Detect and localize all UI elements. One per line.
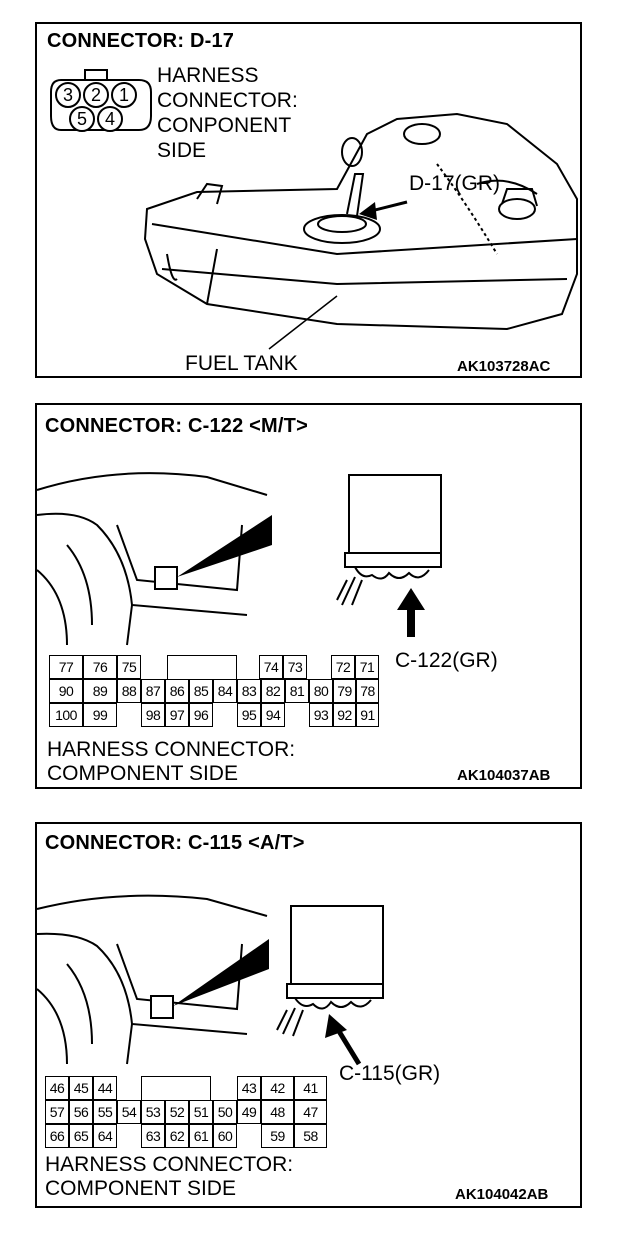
pin-cell: 59 (261, 1124, 294, 1148)
pin-grid: 77 76 75 74 73 72 71 90 89 88 87 86 85 8… (49, 655, 379, 727)
pin-cell: 66 (45, 1124, 69, 1148)
pin-cell: 52 (165, 1100, 189, 1124)
pin-grid: 46 45 44 43 42 41 57 56 55 54 53 52 51 5… (45, 1076, 327, 1148)
pin-cell: 80 (309, 679, 333, 703)
pin-cell: 54 (117, 1100, 141, 1124)
fuel-tank-label: FUEL TANK (185, 352, 298, 375)
pin-cell: 48 (261, 1100, 294, 1124)
connector-key-outline (167, 655, 237, 679)
pin-cell: 91 (356, 703, 379, 727)
pin-cell: 41 (294, 1076, 327, 1100)
pin-circle: 5 (69, 106, 95, 132)
pin-cell: 44 (93, 1076, 117, 1100)
pin-cell: 98 (141, 703, 165, 727)
pin-cell: 87 (141, 679, 165, 703)
pin-cell: 50 (213, 1100, 237, 1124)
pin-cell: 84 (213, 679, 237, 703)
pin-cell: 42 (261, 1076, 294, 1100)
pin-cell: 58 (294, 1124, 327, 1148)
pin-cell: 99 (83, 703, 117, 727)
pin-cell: 85 (189, 679, 213, 703)
pin-cell: 92 (333, 703, 356, 727)
c115-callout-label: C-115(GR) (339, 1062, 441, 1085)
pin-cell: 65 (69, 1124, 93, 1148)
pin-cell: 57 (45, 1100, 69, 1124)
harness-label-line: CONPONENT (157, 114, 292, 137)
pin-circle: 4 (97, 106, 123, 132)
pin-cell: 49 (237, 1100, 261, 1124)
fuel-tank-illustration (143, 112, 578, 350)
c122-callout-label: C-122(GR) (395, 649, 498, 672)
harness-label-line: SIDE (157, 139, 207, 162)
d17-callout-label: D-17(GR) (409, 172, 501, 195)
pin-cell: 55 (93, 1100, 117, 1124)
pin-cell: 90 (49, 679, 83, 703)
pin-cell: 43 (237, 1076, 261, 1100)
pin-cell: 97 (165, 703, 189, 727)
pin-cell: 82 (261, 679, 285, 703)
pin-cell: 76 (83, 655, 117, 679)
pin-cell: 83 (237, 679, 261, 703)
pin-cell: 94 (261, 703, 285, 727)
panel-title: CONNECTOR: D-17 (47, 30, 235, 52)
pin-cell: 78 (356, 679, 379, 703)
pin-cell: 47 (294, 1100, 327, 1124)
pin-circle: 3 (55, 82, 81, 108)
pin-cell: 63 (141, 1124, 165, 1148)
pin-cell: 81 (285, 679, 309, 703)
panel-title: CONNECTOR: C-122 <M/T> (45, 415, 308, 437)
pin-cell: 95 (237, 703, 261, 727)
pin-cell: 45 (69, 1076, 93, 1100)
harness-label-line: COMPONENT SIDE (45, 1177, 236, 1200)
harness-label-line: HARNESS CONNECTOR: (47, 738, 296, 761)
pin-cell: 72 (331, 655, 355, 679)
connector-c122-panel: CONNECTOR: C-122 <M/T> C-122(GR) 77 76 7… (35, 403, 582, 789)
pin-cell: 51 (189, 1100, 213, 1124)
pin-cell: 71 (355, 655, 379, 679)
pin-cell: 75 (117, 655, 141, 679)
harness-label-line: HARNESS CONNECTOR: (45, 1153, 294, 1176)
connector-c115-panel: CONNECTOR: C-115 <A/T> C-115(GR) 46 45 4… (35, 822, 582, 1208)
harness-label-line: COMPONENT SIDE (47, 762, 238, 785)
pin-cell: 64 (93, 1124, 117, 1148)
panel-title: CONNECTOR: C-115 <A/T> (45, 832, 305, 854)
pin-cell: 62 (165, 1124, 189, 1148)
connector-key-outline (141, 1076, 211, 1100)
pin-circle: 1 (111, 82, 137, 108)
pin-cell: 96 (189, 703, 213, 727)
pin-cell: 100 (49, 703, 83, 727)
pin-cell: 89 (83, 679, 117, 703)
figure-code: AK104042AB (455, 1186, 549, 1203)
pin-cell: 60 (213, 1124, 237, 1148)
pin-circle: 2 (83, 82, 109, 108)
pin-cell: 86 (165, 679, 189, 703)
pin-cell: 79 (333, 679, 356, 703)
pin-cell: 77 (49, 655, 83, 679)
connector-d17-panel: CONNECTOR: D-17 3 2 1 5 4 HARNESS CONNEC… (35, 22, 582, 378)
pin-cell: 61 (189, 1124, 213, 1148)
figure-code: AK103728AC (457, 358, 551, 375)
dashboard-illustration (36, 894, 384, 1066)
pin-cell: 74 (259, 655, 283, 679)
dashboard-illustration (36, 472, 442, 646)
pin-cell: 73 (283, 655, 307, 679)
pin-cell: 93 (309, 703, 333, 727)
figure-code: AK104037AB (457, 767, 551, 784)
harness-label-line: HARNESS (157, 64, 259, 87)
pin-cell: 53 (141, 1100, 165, 1124)
pin-cell: 56 (69, 1100, 93, 1124)
harness-label-line: CONNECTOR: (157, 89, 298, 112)
pin-cell: 88 (117, 679, 141, 703)
pin-cell: 46 (45, 1076, 69, 1100)
